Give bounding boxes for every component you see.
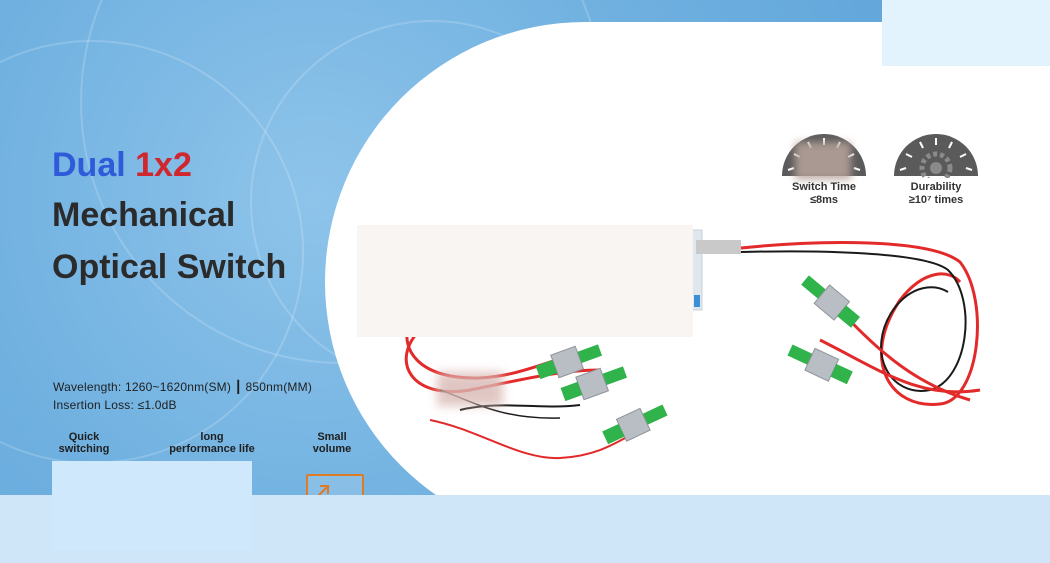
bottom-box bbox=[52, 461, 252, 550]
corner-block bbox=[882, 0, 1050, 66]
headline-line3: Optical Switch bbox=[52, 248, 287, 286]
spec-insertion-loss: Insertion Loss: ≤1.0dB bbox=[53, 398, 177, 412]
durability-title: Durability bbox=[910, 181, 962, 193]
feature-long-line1: long bbox=[200, 431, 224, 443]
headline-line1: Dual 1x2 bbox=[52, 148, 192, 182]
blurred-region bbox=[795, 142, 851, 180]
feature-small-line2: volume bbox=[312, 443, 352, 456]
headline-dual: Dual bbox=[52, 146, 126, 184]
headline-1x2: 1x2 bbox=[135, 146, 192, 184]
feature-quick-switching: Quick switching bbox=[52, 431, 116, 455]
feature-small-line1: Small bbox=[317, 431, 347, 443]
blurred-region bbox=[437, 372, 503, 406]
feature-long-life: long performance life bbox=[158, 431, 266, 455]
feature-long-line2: performance life bbox=[169, 443, 255, 456]
switch-time-value: ≤8ms bbox=[809, 194, 839, 207]
headline-line2: Mechanical bbox=[52, 196, 236, 234]
switch-time-title: Switch Time bbox=[792, 181, 856, 193]
switch-time-label: Switch Time ≤8ms bbox=[774, 181, 874, 207]
spec-wavelength: Wavelength: 1260~1620nm(SM) ┃ 850nm(MM) bbox=[53, 380, 313, 394]
durability-value: ≥10⁷ times bbox=[908, 194, 964, 207]
feature-quick-line2: switching bbox=[58, 443, 110, 456]
connector bbox=[535, 344, 603, 380]
image-cover bbox=[357, 225, 693, 337]
feature-quick-line1: Quick bbox=[68, 431, 100, 443]
connector bbox=[602, 404, 668, 445]
hero-banner bbox=[0, 0, 1050, 495]
gear-gauge-icon bbox=[894, 134, 978, 178]
durability-label: Durability ≥10⁷ times bbox=[886, 181, 986, 207]
feature-small-volume: Small volume bbox=[300, 431, 364, 455]
connector bbox=[560, 366, 628, 402]
connector bbox=[787, 344, 853, 385]
connector bbox=[801, 275, 861, 328]
